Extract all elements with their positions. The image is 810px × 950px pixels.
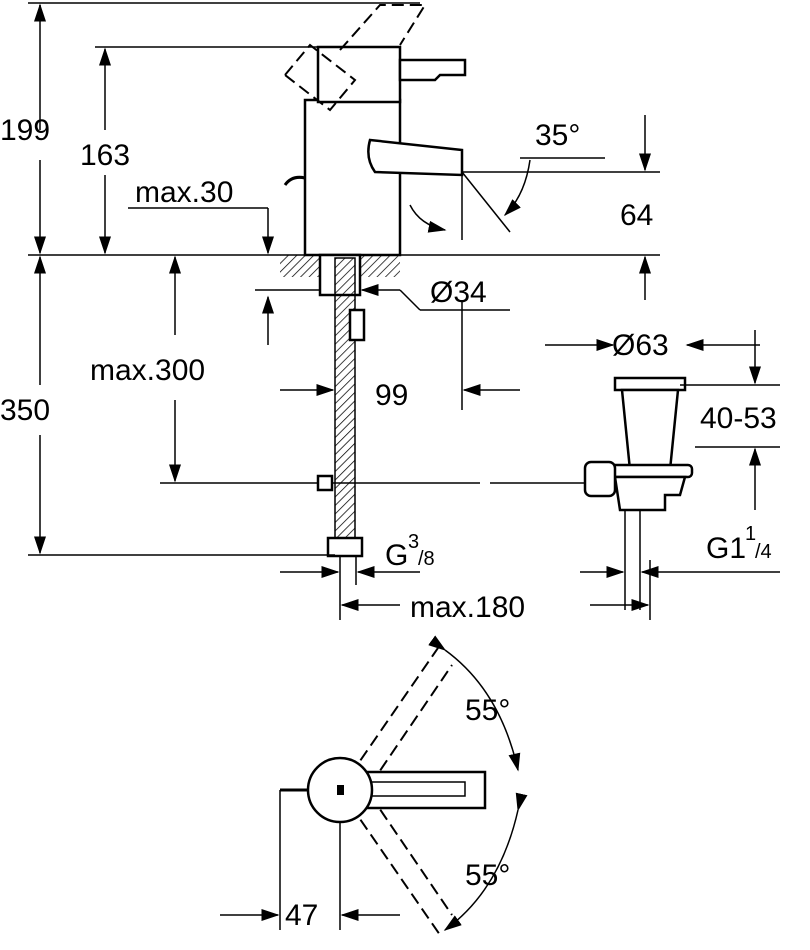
dim-55-deg-upper: 55° <box>465 694 510 727</box>
supply-hose <box>334 257 356 549</box>
dim-35-deg: 35° <box>535 119 580 152</box>
dim-thread-g1: G1 <box>706 532 746 565</box>
dim-thread-g-sup: 3 <box>408 531 419 553</box>
dim-199: 199 <box>0 114 50 147</box>
dim-diameter-34: Ø34 <box>430 276 487 309</box>
dim-max-180: max.180 <box>410 591 525 624</box>
dim-47: 47 <box>285 899 318 932</box>
dim-thread-g1-sub: /4 <box>755 541 772 563</box>
dim-thread-g1-sup: 1 <box>745 523 756 545</box>
dim-thread-g: G <box>385 539 408 572</box>
dim-40-53: 40-53 <box>700 402 777 435</box>
dim-350: 350 <box>0 394 50 427</box>
dim-max-300: max.300 <box>90 354 205 387</box>
faucet-side-view <box>283 4 467 297</box>
dim-64: 64 <box>620 199 653 232</box>
dim-thread-g-sub: /8 <box>418 548 435 570</box>
dim-163: 163 <box>80 139 130 172</box>
dim-max-30: max.30 <box>135 176 233 209</box>
dim-99: 99 <box>375 379 408 412</box>
dim-55-deg-lower: 55° <box>465 859 510 892</box>
faucet-top-view <box>280 644 487 936</box>
dim-diameter-63: Ø63 <box>612 329 669 362</box>
pop-up-waste <box>583 376 694 610</box>
